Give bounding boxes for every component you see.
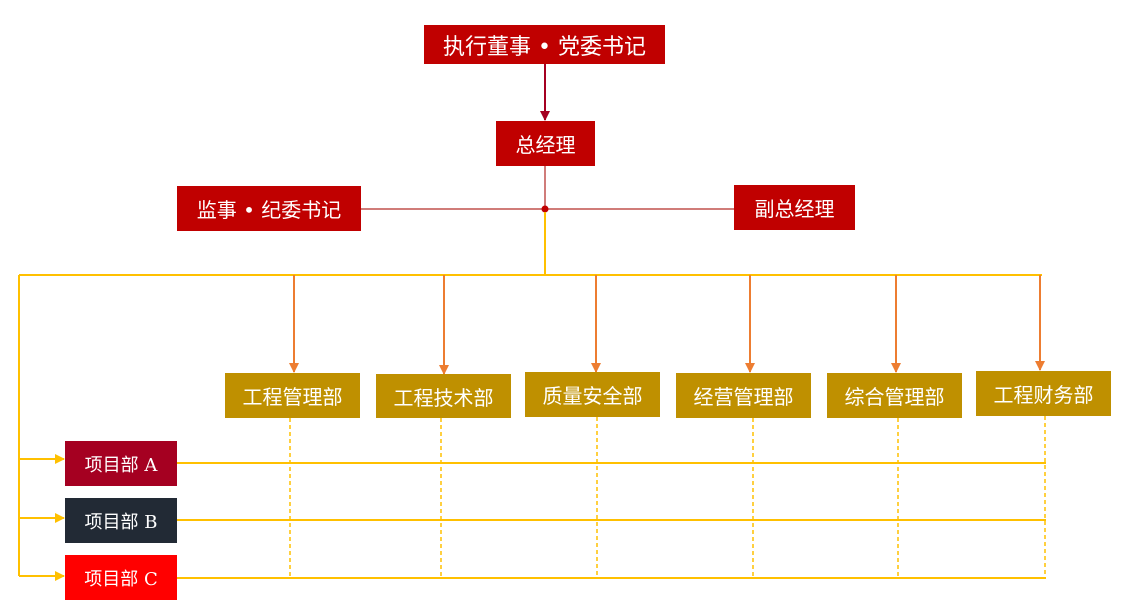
project-label: 项目部 A — [84, 454, 158, 476]
dept-label: 工程管理部 — [242, 385, 343, 409]
chairman-label: 执行董事 • 党委书记 — [443, 34, 646, 60]
dept-label: 质量安全部 — [542, 384, 643, 408]
dept-box: 工程技术部 — [376, 374, 511, 418]
project-box-a: 项目部 A — [65, 441, 177, 486]
dept-box: 工程管理部 — [225, 373, 360, 418]
supervisor-box: 监事 • 纪委书记 — [177, 186, 361, 231]
dept-label: 经营管理部 — [693, 385, 794, 409]
deputy-gm-box: 副总经理 — [734, 185, 855, 230]
chairman-box: 执行董事 • 党委书记 — [424, 25, 665, 64]
project-box-b: 项目部 B — [65, 498, 177, 543]
project-label: 项目部 C — [84, 568, 158, 590]
dept-label: 综合管理部 — [844, 385, 945, 409]
supervisor-label: 监事 • 纪委书记 — [196, 198, 342, 222]
dept-box: 工程财务部 — [976, 371, 1111, 416]
dept-label: 工程技术部 — [393, 385, 494, 410]
dept-box: 综合管理部 — [827, 373, 962, 418]
deputy-gm-label: 副总经理 — [754, 197, 835, 221]
general-manager-label: 总经理 — [515, 133, 576, 157]
project-label: 项目部 B — [84, 511, 158, 533]
dept-label: 工程财务部 — [993, 383, 1094, 407]
general-manager-box: 总经理 — [496, 121, 595, 166]
project-box-c: 项目部 C — [65, 555, 177, 600]
junction-dot — [541, 205, 549, 213]
dept-box: 经营管理部 — [676, 373, 811, 418]
dept-box: 质量安全部 — [525, 372, 660, 417]
